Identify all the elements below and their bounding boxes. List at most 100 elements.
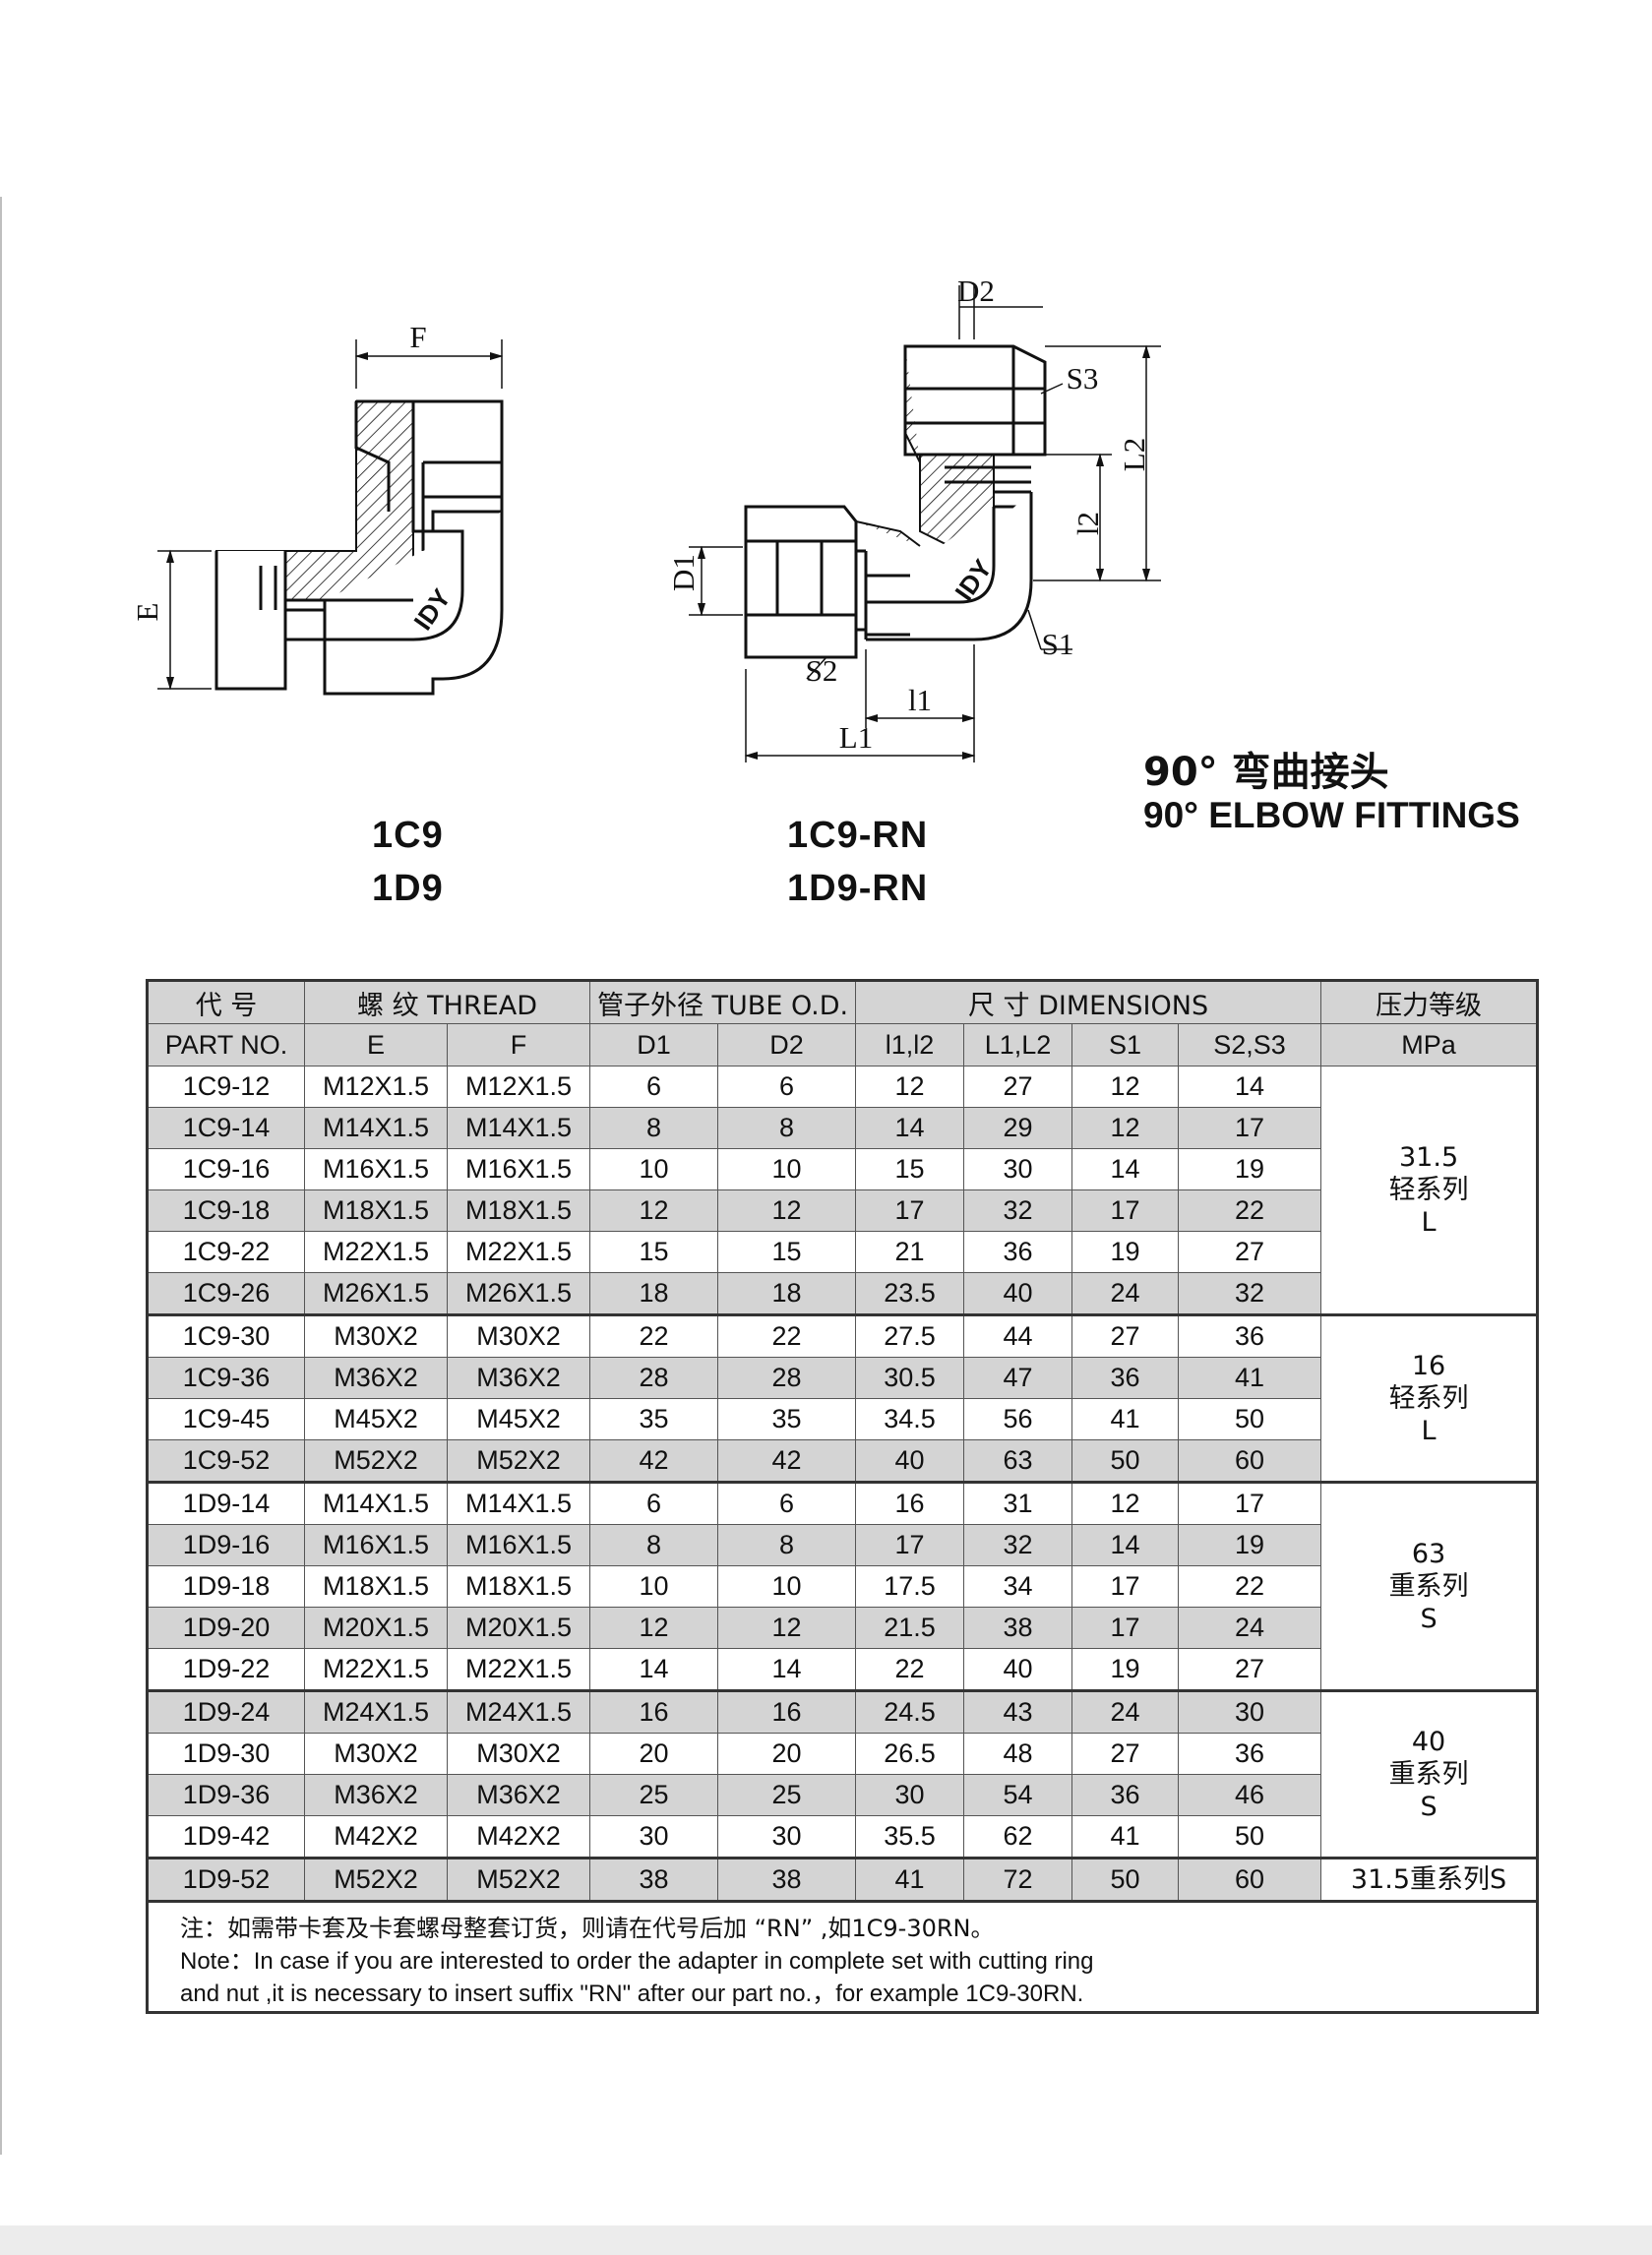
cell-thread-f: M16X1.5 xyxy=(446,1148,591,1190)
header-code: 代 号 xyxy=(147,980,305,1024)
cell-d1: 30 xyxy=(589,1815,719,1859)
cell-thread-f: M42X2 xyxy=(446,1815,591,1859)
cell-l1-l2: 29 xyxy=(963,1107,1073,1149)
header-s1: S1 xyxy=(1071,1023,1180,1067)
cell-s1: 50 xyxy=(1071,1857,1180,1902)
cell-part-no: 1C9-18 xyxy=(147,1189,305,1232)
model-code-1d9: 1D9 xyxy=(372,868,444,909)
cell-l1-l2: 38 xyxy=(963,1607,1073,1649)
cell-d1: 38 xyxy=(589,1857,719,1902)
cell-d1: 16 xyxy=(589,1689,719,1734)
cell-l1-l2-small: 16 xyxy=(855,1481,965,1525)
cell-s2-s3: 60 xyxy=(1178,1857,1322,1902)
cell-thread-e: M14X1.5 xyxy=(304,1481,448,1525)
cell-d2: 22 xyxy=(717,1313,857,1358)
dim-label-l2: l2 xyxy=(1071,512,1105,535)
cell-l1-l2-small: 26.5 xyxy=(855,1733,965,1775)
cell-d1: 42 xyxy=(589,1439,719,1483)
header-part-no: PART NO. xyxy=(147,1023,305,1067)
header-f: F xyxy=(446,1023,591,1067)
cell-d2: 18 xyxy=(717,1272,857,1315)
cell-l1-l2-small: 34.5 xyxy=(855,1398,965,1440)
note-english-line2: and nut ,it is necessary to insert suffi… xyxy=(180,1981,1084,2007)
cell-thread-f: M30X2 xyxy=(446,1733,591,1775)
cell-l1-l2-small: 17 xyxy=(855,1524,965,1566)
cell-s2-s3: 14 xyxy=(1178,1066,1322,1108)
cell-l1-l2-small: 40 xyxy=(855,1439,965,1483)
pressure-rating-line: S xyxy=(1420,1792,1438,1822)
pressure-rating-line: 重系列 xyxy=(1388,1571,1469,1602)
dim-label-d1: D1 xyxy=(666,554,701,591)
cell-d1: 6 xyxy=(589,1481,719,1525)
cell-s1: 19 xyxy=(1071,1231,1180,1273)
dim-label-s3: S3 xyxy=(1067,361,1099,396)
cell-l1-l2: 43 xyxy=(963,1689,1073,1734)
cell-part-no: 1D9-16 xyxy=(147,1524,305,1566)
cell-thread-e: M30X2 xyxy=(304,1733,448,1775)
cell-thread-f: M16X1.5 xyxy=(446,1524,591,1566)
cell-l1-l2: 48 xyxy=(963,1733,1073,1775)
cell-s1: 24 xyxy=(1071,1689,1180,1734)
cell-thread-e: M16X1.5 xyxy=(304,1524,448,1566)
cell-l1-l2: 34 xyxy=(963,1565,1073,1608)
cell-d1: 8 xyxy=(589,1524,719,1566)
header-pressure: 压力等级 xyxy=(1320,980,1539,1024)
dim-label-e: E xyxy=(130,603,164,622)
header-e: E xyxy=(304,1023,448,1067)
cell-thread-f: M45X2 xyxy=(446,1398,591,1440)
cell-s2-s3: 19 xyxy=(1178,1524,1322,1566)
cell-s1: 27 xyxy=(1071,1313,1180,1358)
cell-l1-l2-small: 22 xyxy=(855,1648,965,1691)
dim-label-l1: l1 xyxy=(908,683,932,717)
header-d1: D1 xyxy=(589,1023,719,1067)
cell-thread-f: M22X1.5 xyxy=(446,1231,591,1273)
cell-s2-s3: 30 xyxy=(1178,1689,1322,1734)
dim-label-s2: S2 xyxy=(806,653,838,688)
dim-label-s1: S1 xyxy=(1042,627,1074,661)
title-chinese: 90° 弯曲接头 xyxy=(1143,750,1389,795)
dim-label-d2: D2 xyxy=(957,274,995,308)
cell-thread-e: M18X1.5 xyxy=(304,1565,448,1608)
cell-d2: 6 xyxy=(717,1481,857,1525)
cell-l1-l2: 31 xyxy=(963,1481,1073,1525)
cell-s1: 12 xyxy=(1071,1107,1180,1149)
cell-s2-s3: 41 xyxy=(1178,1357,1322,1399)
note-cell: 注：如需带卡套及卡套螺母整套订货，则请在代号后加 “RN” ,如1C9-30RN… xyxy=(146,1900,1539,2013)
cell-s2-s3: 27 xyxy=(1178,1231,1322,1273)
cell-l1-l2-small: 30.5 xyxy=(855,1357,965,1399)
fitting-1c9-rn-drawing xyxy=(689,285,1161,762)
cell-part-no: 1C9-16 xyxy=(147,1148,305,1190)
cell-d2: 6 xyxy=(717,1066,857,1108)
note-english-line1: Note：In case if you are interested to or… xyxy=(180,1948,1094,1975)
pressure-rating-line: 63 xyxy=(1411,1539,1446,1569)
pressure-rating-line: 31.5重系列S xyxy=(1350,1864,1507,1895)
cell-thread-f: M36X2 xyxy=(446,1357,591,1399)
cell-thread-f: M18X1.5 xyxy=(446,1189,591,1232)
cell-s1: 50 xyxy=(1071,1439,1180,1483)
cell-thread-e: M22X1.5 xyxy=(304,1648,448,1691)
cell-thread-e: M45X2 xyxy=(304,1398,448,1440)
header-subrow: PART NO. E F D1 D2 l1,l2 L1,L2 S1 S2,S3 … xyxy=(147,1023,1539,1067)
cell-l1-l2: 47 xyxy=(963,1357,1073,1399)
header-tube-od: 管子外径 TUBE O.D. xyxy=(589,980,857,1024)
model-code-1c9: 1C9 xyxy=(372,815,444,856)
pressure-rating-cell: 31.5重系列S xyxy=(1320,1857,1539,1902)
cell-d2: 12 xyxy=(717,1607,857,1649)
cell-l1-l2-small: 30 xyxy=(855,1774,965,1816)
dim-label-L2: L2 xyxy=(1117,438,1151,471)
cell-s2-s3: 50 xyxy=(1178,1815,1322,1859)
cell-d2: 42 xyxy=(717,1439,857,1483)
cell-s1: 24 xyxy=(1071,1272,1180,1315)
